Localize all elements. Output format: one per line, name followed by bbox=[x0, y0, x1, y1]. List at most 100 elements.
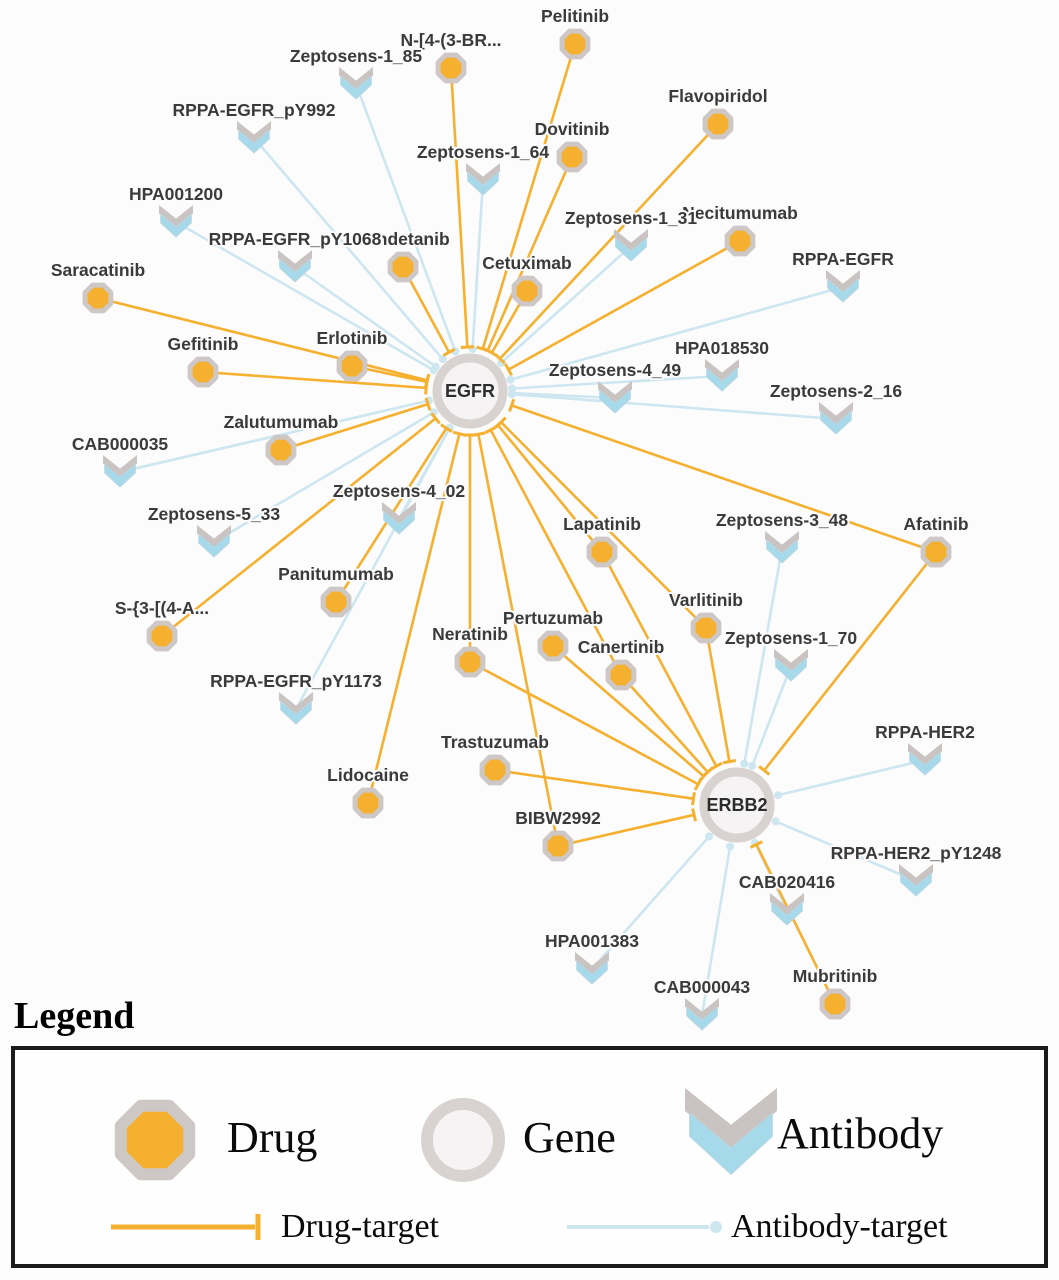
node-label-trastuzumab: Trastuzumab bbox=[441, 732, 549, 752]
antibody-node-zeptosens-1-31[interactable] bbox=[615, 237, 647, 262]
drug-node-lapatinib[interactable] bbox=[586, 536, 618, 568]
drug-node-pelitinib[interactable] bbox=[559, 28, 591, 60]
antibody-node-zeptosens-1-85[interactable] bbox=[340, 75, 372, 100]
drug-node-mubritinib[interactable] bbox=[819, 988, 851, 1020]
antibody-node-rppa-egfr-py992[interactable] bbox=[238, 129, 270, 154]
gene-node-egfr[interactable] bbox=[432, 353, 508, 429]
drug-node-bibw2992[interactable] bbox=[542, 830, 574, 862]
antibody-target-edge bbox=[511, 374, 723, 390]
drug-target-edge bbox=[401, 266, 451, 353]
antibody-node-zeptosens-1-70[interactable] bbox=[775, 657, 807, 682]
antibody-node-zeptosens-1-70-back bbox=[774, 649, 808, 672]
drug-node-zalutumumab[interactable] bbox=[265, 434, 297, 466]
antibody-node-rppa-egfr-py1173[interactable] bbox=[280, 700, 312, 725]
node-label-zeptosens-1-85: Zeptosens-1_85 bbox=[290, 46, 423, 66]
node-label-pelitinib: Pelitinib bbox=[541, 6, 609, 26]
drug-target-edge bbox=[161, 417, 437, 638]
antibody-node-zeptosens-3-48[interactable] bbox=[766, 539, 798, 564]
antibody-target-dot bbox=[726, 842, 735, 851]
drug-target-edge bbox=[481, 43, 577, 350]
antibody-target-edge bbox=[511, 391, 616, 400]
node-label-n-4-3-br: N-[4-(3-BR... bbox=[400, 30, 501, 50]
drug-node-panitumumab[interactable] bbox=[320, 586, 352, 618]
drug-node-trastuzumab[interactable] bbox=[479, 754, 511, 786]
antibody-target-edge bbox=[294, 265, 437, 368]
antibody-glyph[interactable] bbox=[689, 1112, 773, 1176]
antibody-node-rppa-egfr-py1068[interactable] bbox=[279, 258, 311, 283]
antibody-node-rppa-her2-py1248[interactable] bbox=[900, 872, 932, 897]
node-label-bibw2992: BIBW2992 bbox=[515, 808, 601, 828]
antibody-node-zeptosens-1-64[interactable] bbox=[467, 171, 499, 196]
node-label-hpa001383: HPA001383 bbox=[545, 931, 639, 951]
drug-node-vandetanib[interactable] bbox=[387, 251, 419, 283]
drug-node-saracatinib[interactable] bbox=[82, 282, 114, 314]
drug-target-edge bbox=[600, 551, 718, 767]
antibody-glyph-back bbox=[685, 1088, 777, 1148]
drug-node-neratinib[interactable] bbox=[454, 646, 486, 678]
drug-node-cetuximab[interactable] bbox=[511, 275, 543, 307]
drug-node-afatinib[interactable] bbox=[920, 536, 952, 568]
drug-node-s-3-4-a[interactable] bbox=[146, 620, 178, 652]
node-label-canertinib: Canertinib bbox=[578, 637, 665, 657]
antibody-node-cab000035[interactable] bbox=[104, 463, 136, 488]
gene-icon bbox=[421, 1098, 505, 1182]
antibody-node-cab020416[interactable] bbox=[771, 901, 803, 926]
antibody-target-edge bbox=[253, 137, 444, 360]
drug-target-edge bbox=[280, 402, 429, 452]
antibody-node-zeptosens-4-02[interactable] bbox=[383, 510, 415, 535]
antibody-node-rppa-egfr[interactable] bbox=[827, 278, 859, 303]
drug-node-pertuzumab[interactable] bbox=[537, 630, 569, 662]
antibody-node-hpa018530[interactable] bbox=[706, 367, 738, 392]
antibody-node-rppa-her2-back bbox=[908, 743, 942, 766]
node-label-rppa-egfr-py1068: RPPA-EGFR_pY1068 bbox=[209, 229, 382, 249]
node-label-dovitinib: Dovitinib bbox=[535, 119, 610, 139]
antibody-node-rppa-her2[interactable] bbox=[909, 751, 941, 776]
drug-node-canertinib[interactable] bbox=[605, 659, 637, 691]
drug-target-edge bbox=[202, 370, 427, 390]
node-label-zeptosens-5-33: Zeptosens-5_33 bbox=[148, 504, 281, 524]
drug-target-tee bbox=[430, 412, 441, 425]
drug-node-necitumumab[interactable] bbox=[724, 225, 756, 257]
drug-node-n-4-3-br[interactable] bbox=[435, 52, 467, 84]
node-label-lidocaine: Lidocaine bbox=[327, 765, 409, 785]
drug-target-edge bbox=[511, 404, 937, 554]
antibody-node-cab000043[interactable] bbox=[686, 1006, 718, 1031]
antibody-node-zeptosens-4-49-back bbox=[598, 381, 632, 404]
node-label-necitumumab: Necitumumab bbox=[682, 203, 798, 223]
gene-node-erbb2[interactable] bbox=[699, 767, 775, 843]
drug-node-varlitinib[interactable] bbox=[690, 612, 722, 644]
node-label-mubritinib: Mubritinib bbox=[793, 966, 878, 986]
antibody-node-zeptosens-2-16-back bbox=[819, 402, 853, 425]
drug-target-tee bbox=[749, 840, 763, 849]
node-label-zalutumumab: Zalutumumab bbox=[224, 412, 339, 432]
node-label-zeptosens-4-49: Zeptosens-4_49 bbox=[549, 360, 682, 380]
drug-target-tee bbox=[758, 765, 771, 776]
drug-target-tee bbox=[424, 381, 429, 395]
drug-node-erlotinib[interactable] bbox=[336, 350, 368, 382]
antibody-node-rppa-egfr-py1068-back bbox=[278, 250, 312, 273]
drug-target-tee bbox=[442, 347, 456, 357]
drug-node-gefitinib[interactable] bbox=[187, 356, 219, 388]
antibody-target-edge bbox=[294, 427, 451, 710]
drug-node-dovitinib[interactable] bbox=[556, 141, 588, 173]
antibody-node-hpa001200[interactable] bbox=[160, 213, 192, 238]
nodes-layer bbox=[82, 28, 952, 1031]
antibody-target-dot bbox=[506, 375, 515, 384]
drug-node-lidocaine[interactable] bbox=[352, 787, 384, 819]
drug-node-flavopiridol[interactable] bbox=[702, 108, 734, 140]
antibody-target-dot bbox=[438, 355, 447, 364]
antibody-node-zeptosens-5-33[interactable] bbox=[198, 533, 230, 558]
node-label-vandetanib: Vandetanib bbox=[356, 229, 449, 249]
antibody-target-edge bbox=[511, 392, 837, 421]
antibody-node-hpa001383[interactable] bbox=[576, 960, 608, 985]
antibody-node-zeptosens-2-16[interactable] bbox=[820, 410, 852, 435]
antibody-node-zeptosens-3-48-back bbox=[765, 531, 799, 554]
drug-target-edge bbox=[97, 296, 428, 382]
node-label-rppa-egfr: RPPA-EGFR bbox=[792, 249, 894, 269]
antibody-node-zeptosens-4-49[interactable] bbox=[599, 389, 631, 414]
node-label-s-3-4-a: S-{3-[(4-A... bbox=[115, 598, 209, 618]
drug-target-edge bbox=[507, 239, 741, 371]
drug-target-tee bbox=[508, 398, 516, 413]
node-label-gefitinib: Gefitinib bbox=[168, 334, 239, 354]
antibody-target-edge bbox=[510, 285, 844, 381]
